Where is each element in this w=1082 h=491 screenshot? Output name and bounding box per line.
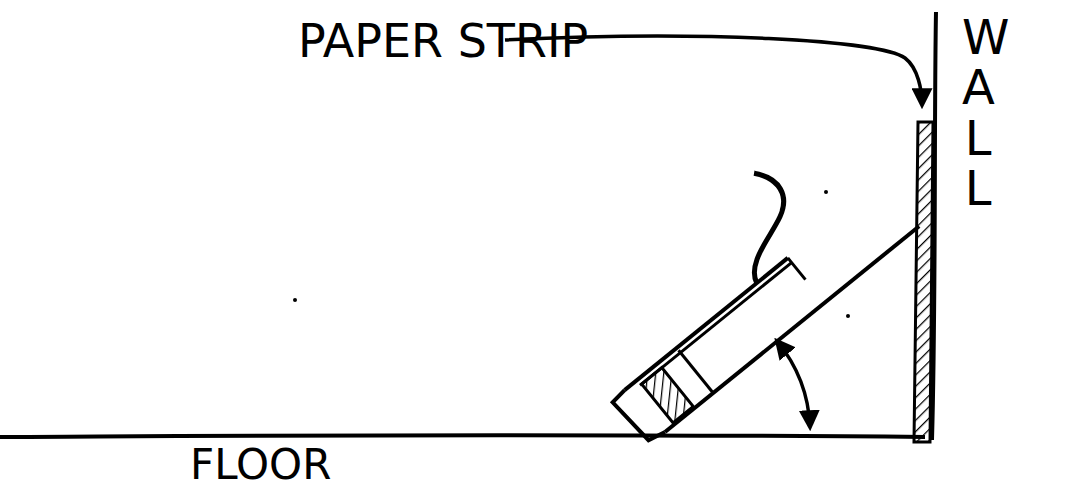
paper-strip (914, 122, 933, 442)
dot-mark (824, 190, 828, 194)
dot-mark (846, 314, 850, 318)
dot-mark (293, 298, 297, 302)
floor-label: FLOOR (190, 444, 331, 486)
floor-line (0, 435, 925, 437)
tube-device (557, 114, 919, 446)
angle-arc (777, 341, 810, 427)
strip-label: PAPER STRIP (298, 18, 588, 64)
wall-label: WALL (962, 12, 994, 214)
